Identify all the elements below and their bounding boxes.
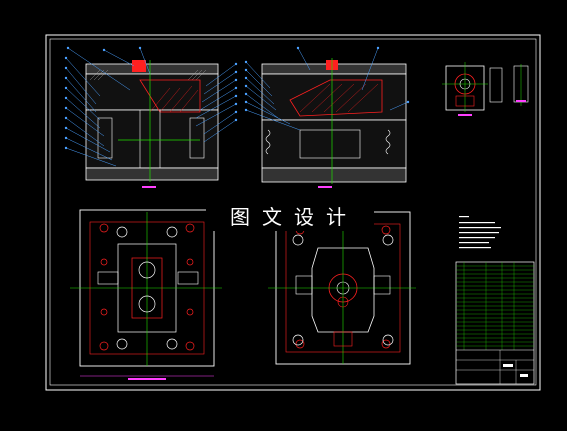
section-view-left [64, 46, 238, 188]
watermark-text: 图文设计 [206, 203, 374, 231]
sheet-inner-frame [49, 38, 537, 386]
section-view-right [244, 46, 410, 188]
part-detail-view [442, 62, 529, 116]
moving-half-plan [268, 211, 416, 365]
title-block [455, 216, 535, 385]
sheet-outer-frame [45, 34, 541, 391]
fixed-half-plan [70, 209, 222, 380]
